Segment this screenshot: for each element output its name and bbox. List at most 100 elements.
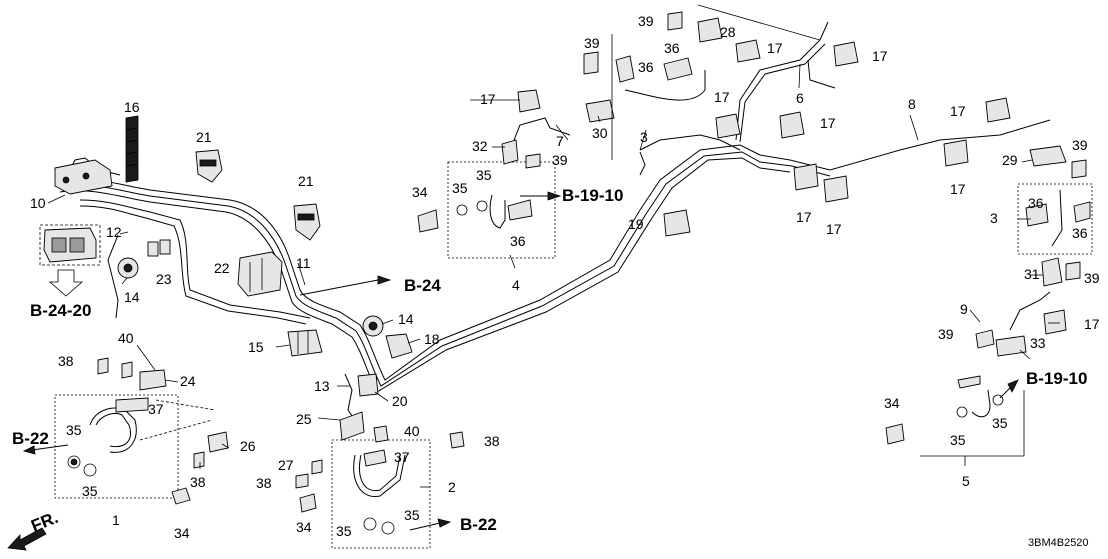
ref-b19-10-upper: B-19-10	[562, 186, 623, 205]
hose-assembly-2	[295, 411, 465, 549]
callout-38b: 38	[190, 474, 206, 490]
callout-20: 20	[392, 393, 408, 409]
callout-5: 5	[962, 473, 970, 489]
callout-18: 18	[424, 331, 440, 347]
callout-35c: 35	[66, 422, 82, 438]
ref-b22-bottom: B-22	[460, 515, 497, 534]
front-indicator: FR.	[28, 508, 61, 536]
right-pipe-clamps	[663, 97, 1067, 335]
callout-6: 6	[796, 90, 804, 106]
callout-3-upper: 3	[640, 129, 648, 145]
front-direction-label: FR.	[28, 508, 61, 536]
brake-pipe-12	[107, 234, 119, 319]
section-reference-labels: B-24-20 B-24 B-19-10 B-19-10 B-22 B-22	[12, 186, 1087, 534]
callout-11: 11	[296, 255, 311, 271]
callout-37a: 37	[148, 401, 164, 417]
callout-14-right: 14	[398, 311, 414, 327]
callout-12: 12	[106, 224, 122, 240]
leader-lines	[47, 63, 1060, 488]
pipe-clamp-18	[385, 333, 413, 359]
callout-23: 23	[156, 271, 172, 287]
callout-38a: 38	[58, 353, 74, 369]
callout-15: 15	[248, 339, 264, 355]
grommet-14-left	[117, 257, 139, 279]
ref-b24: B-24	[404, 276, 441, 295]
pipe-bracket-rail	[54, 159, 113, 195]
callout-39e: 39	[1084, 270, 1100, 286]
callout-9: 9	[960, 301, 968, 317]
hose-assembly-4	[417, 89, 615, 259]
callout-19: 19	[628, 216, 644, 232]
pipe-clamp-21-upper	[195, 149, 223, 183]
pipe-clamp-21-lower	[293, 203, 321, 241]
brake-pipe-9	[1009, 291, 1051, 331]
callout-35b: 35	[476, 167, 492, 183]
callout-24: 24	[180, 373, 196, 389]
callout-33: 33	[1030, 335, 1046, 351]
callout-34d: 34	[884, 395, 900, 411]
callout-28: 28	[720, 24, 736, 40]
grommet-14-right	[362, 315, 384, 337]
callout-labels: 1 2 3 3 4 5 6 7 8 9 10 11 12 13 14 14 15…	[30, 13, 1100, 541]
ref-b24-20: B-24-20	[30, 301, 91, 320]
callout-13: 13	[314, 378, 330, 394]
callout-36e: 36	[1072, 225, 1088, 241]
hose-assembly-3-right	[1017, 145, 1093, 287]
callout-39d: 39	[1072, 137, 1088, 153]
hose-assembly-5	[885, 329, 1027, 457]
callout-17a: 17	[480, 91, 496, 107]
callout-17e: 17	[820, 115, 836, 131]
callout-17h: 17	[796, 209, 812, 225]
callout-22: 22	[214, 260, 230, 276]
pipe-clamp-20	[357, 373, 379, 397]
callout-17c: 17	[872, 48, 888, 64]
drawing-code: 3BM4B2520	[1028, 537, 1089, 549]
main-brake-pipe-bundle	[59, 21, 1051, 393]
callout-3-right: 3	[990, 210, 998, 226]
callout-2: 2	[448, 479, 456, 495]
callout-1: 1	[112, 512, 120, 528]
hose-assembly-1	[54, 344, 229, 505]
callout-10: 10	[30, 195, 46, 211]
callout-39f: 39	[938, 326, 954, 342]
pipe-clamp-15	[287, 329, 323, 357]
callout-39b: 39	[584, 35, 600, 51]
clip-23	[147, 239, 171, 257]
callout-4: 4	[512, 277, 520, 293]
callout-34a: 34	[412, 184, 428, 200]
callout-14-left: 14	[124, 289, 140, 305]
callout-36a: 36	[664, 40, 680, 56]
callout-30: 30	[592, 125, 608, 141]
callout-16: 16	[124, 99, 140, 115]
callout-39c: 39	[552, 152, 568, 168]
callout-17j: 17	[1084, 316, 1100, 332]
callout-21-lower: 21	[298, 173, 314, 189]
pipe-protector-sleeve	[125, 115, 139, 183]
callout-17g: 17	[950, 181, 966, 197]
ref-b19-10-right: B-19-10	[1026, 369, 1087, 388]
hose-assembly-3-upper	[583, 4, 859, 160]
callout-35d: 35	[82, 483, 98, 499]
callout-36d: 36	[1028, 195, 1044, 211]
callout-35e: 35	[336, 523, 352, 539]
joint-block-22	[237, 251, 283, 297]
ref-b22-left: B-22	[12, 429, 49, 448]
callout-35g: 35	[950, 432, 966, 448]
callout-40a: 40	[118, 330, 134, 346]
callout-27: 27	[278, 457, 294, 473]
callout-35h: 35	[992, 415, 1008, 431]
reference-arrows	[7, 191, 1019, 551]
abs-modulator-unit	[39, 224, 101, 266]
callout-35f: 35	[404, 507, 420, 523]
callout-7: 7	[556, 133, 564, 149]
callout-25: 25	[296, 411, 312, 427]
callout-8: 8	[908, 96, 916, 112]
callout-31: 31	[1024, 266, 1040, 282]
callout-17d: 17	[714, 89, 730, 105]
callout-36c: 36	[510, 233, 526, 249]
callout-17i: 17	[826, 221, 842, 237]
callout-21-upper: 21	[196, 129, 212, 145]
callout-17f: 17	[950, 103, 966, 119]
